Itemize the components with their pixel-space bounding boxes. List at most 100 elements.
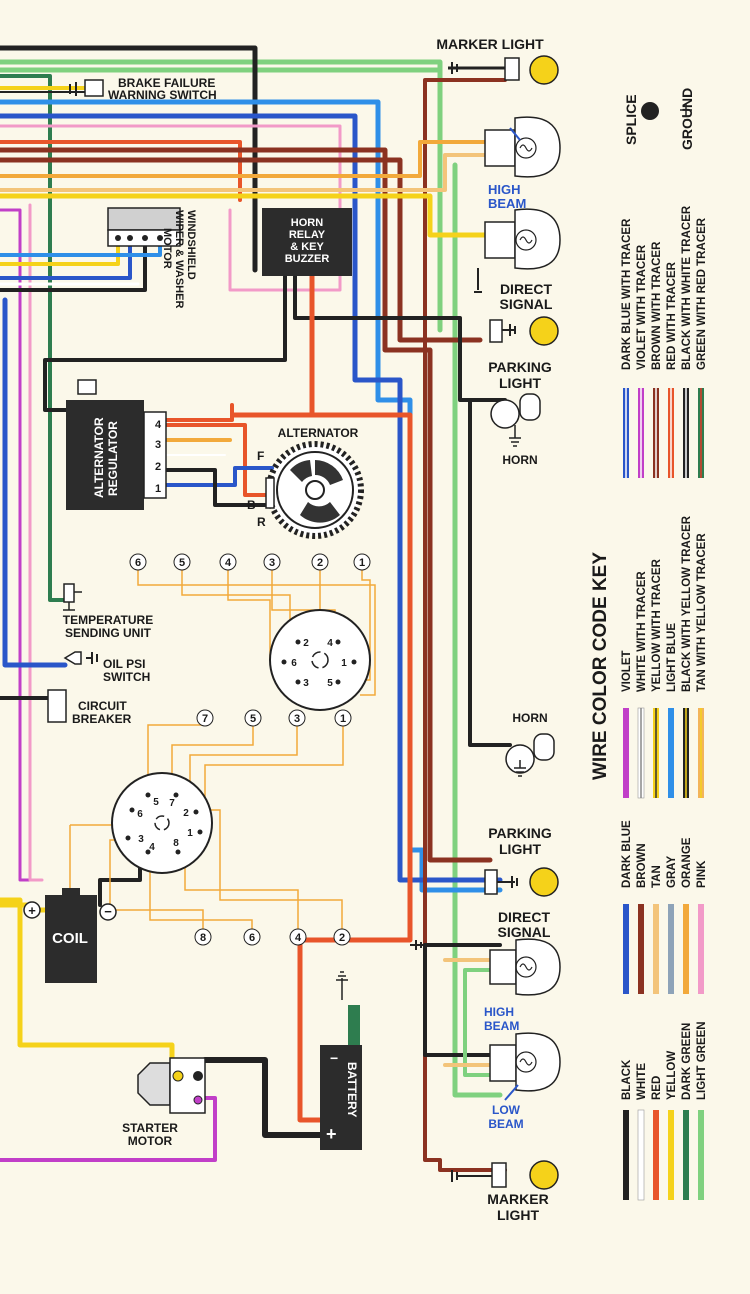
starter-motor: STARTER MOTOR: [122, 1057, 206, 1148]
temp-label-2: SENDING UNIT: [65, 626, 152, 640]
key-group3-labels: BLACK WHITE RED YELLOW DARK GREEN LIGHT …: [621, 1021, 708, 1100]
key-group1-swatches: [623, 707, 704, 799]
alternator-regulator: 4 3 2 1 ALTERNATOR REGULATOR: [66, 379, 167, 510]
key-group2-swatches: [623, 904, 704, 994]
wiper-motor-label-1: WINDSHIELD: [185, 210, 197, 280]
key-label: LIGHT GREEN: [696, 1021, 708, 1100]
coil-label: COIL: [52, 930, 88, 947]
alt-terminal-f: F: [257, 449, 264, 463]
temp-label-1: TEMPERATURE: [63, 613, 153, 627]
battery-plus: +: [326, 1124, 337, 1144]
marker-light-top: MARKER LIGHT: [436, 36, 559, 85]
reg-pin-4: 4: [155, 419, 162, 431]
horn-bottom-label: HORN: [512, 711, 547, 725]
wiper-motor-label-2: WIPER & WASHER: [173, 210, 185, 308]
horn-top: HORN: [490, 393, 541, 467]
c8-pin-2: 2: [183, 808, 189, 819]
reg-pin-2: 2: [155, 461, 161, 473]
direct-signal-bottom-label-2: SIGNAL: [498, 924, 551, 940]
alt-terminal-r: R: [257, 515, 266, 529]
c6-top-6: 6: [135, 557, 141, 569]
tracer-key-label: BLACK WITH WHITE TRACER: [681, 205, 693, 370]
tracer-key-labels: DARK BLUE WITH TRACER VIOLET WITH TRACER…: [621, 205, 708, 370]
key-label: LIGHT BLUE: [666, 623, 678, 692]
c6-top-1: 1: [359, 557, 365, 569]
wiper-washer-motor: WINDSHIELD WIPER & WASHER MOTOR: [107, 207, 197, 308]
c8-pin-4: 4: [149, 842, 155, 853]
low-beam-label-2: BEAM: [488, 1117, 523, 1131]
reg-pin-3: 3: [155, 439, 161, 451]
tracer-key-label: RED WITH TRACER: [666, 261, 678, 370]
key-label: DARK BLUE: [621, 820, 633, 888]
horn-bottom: HORN: [505, 711, 555, 777]
alternator-label: ALTERNATOR: [278, 426, 359, 440]
horn-relay-label-3: & KEY: [290, 241, 324, 253]
horn-relay-label-1: HORN: [291, 217, 323, 229]
c6-top-3: 3: [269, 557, 275, 569]
direct-signal-top-label-2: SIGNAL: [500, 296, 553, 312]
c8-bot-2: 2: [339, 932, 345, 944]
c8-top-5: 5: [250, 713, 256, 725]
brake-failure-switch: BRAKE FAILURE WARNING SWITCH: [69, 76, 217, 102]
circuit-breaker: CIRCUIT BREAKER: [47, 689, 132, 726]
reg-pin-1: 1: [155, 483, 161, 495]
connector-8pin: 7 5 3 1 8 6 4 2 5 7 2 6 1 3 4 8: [111, 709, 352, 946]
alternator: ALTERNATOR F B R: [247, 426, 364, 539]
marker-light-bottom: MARKER LIGHT: [451, 1160, 559, 1223]
legend: SPLICE GROUND DARK BLUE WITH TRACER VIOL…: [590, 88, 708, 1201]
ignition-coil: + − COIL: [23, 888, 117, 983]
parking-light-top-label-2: LIGHT: [499, 375, 541, 391]
parking-light-top: PARKING LIGHT: [488, 316, 559, 391]
temperature-sending-unit: TEMPERATURE SENDING UNIT: [63, 583, 153, 640]
starter-label-1: STARTER: [122, 1121, 178, 1135]
oil-psi-switch: OIL PSI SWITCH: [63, 651, 150, 684]
splice-symbol: [641, 102, 659, 120]
key-label: BLACK: [621, 1059, 633, 1100]
parking-light-top-label-1: PARKING: [488, 359, 552, 375]
high-beam-bottom-label-1: HIGH: [484, 1005, 514, 1019]
marker-light-top-label: MARKER LIGHT: [436, 36, 544, 52]
starter-label-2: MOTOR: [128, 1134, 173, 1148]
c8-pin-8: 8: [173, 838, 179, 849]
horn-relay-label-4: BUZZER: [285, 253, 330, 265]
key-label: WHITE WITH TRACER: [636, 571, 648, 692]
regulator-label-1: ALTERNATOR: [92, 417, 106, 498]
c8-pin-3: 3: [138, 834, 144, 845]
alt-terminal-b: B: [247, 498, 256, 512]
headlamp-high-top: HIGH BEAM: [484, 116, 561, 211]
coil-minus: −: [104, 904, 112, 919]
c8-bot-8: 8: [200, 932, 206, 944]
key-group3-swatches: [623, 1109, 704, 1201]
regulator-label-2: REGULATOR: [106, 421, 120, 496]
key-label: TAN WITH YELLOW TRACER: [696, 533, 708, 692]
parking-light-bottom: PARKING LIGHT: [484, 825, 559, 897]
c8-pin-6: 6: [137, 809, 143, 820]
splice-label: SPLICE: [623, 94, 639, 145]
c6-top-5: 5: [179, 557, 185, 569]
oil-psi-label-2: SWITCH: [103, 670, 150, 684]
tracer-key-label: DARK BLUE WITH TRACER: [621, 218, 633, 370]
c8-bot-4: 4: [295, 932, 302, 944]
direct-signal-top-label-1: DIRECT: [500, 281, 553, 297]
oil-psi-label-1: OIL PSI: [103, 657, 145, 671]
breaker-label-1: CIRCUIT: [78, 699, 127, 713]
high-beam-top-label-2: BEAM: [488, 196, 526, 211]
wire-harness: [0, 45, 512, 1172]
ground-symbol: [680, 104, 692, 121]
key-label: DARK GREEN: [681, 1023, 693, 1100]
c6-pin-4: 4: [327, 638, 333, 649]
brake-failure-label-2: WARNING SWITCH: [108, 88, 217, 102]
tracer-key-label: GREEN WITH RED TRACER: [696, 217, 708, 370]
direct-signal-bottom-label-1: DIRECT: [498, 909, 551, 925]
battery-label: BATTERY: [345, 1062, 359, 1117]
key-label: RED: [651, 1076, 663, 1100]
high-beam-top-label-1: HIGH: [488, 182, 521, 197]
key-label: YELLOW WITH TRACER: [651, 558, 663, 692]
key-label: ORANGE: [681, 837, 693, 888]
c8-top-3: 3: [294, 713, 300, 725]
parking-light-bottom-label-1: PARKING: [488, 825, 552, 841]
key-label: WHITE: [636, 1063, 648, 1100]
key-label: GRAY: [666, 856, 678, 888]
